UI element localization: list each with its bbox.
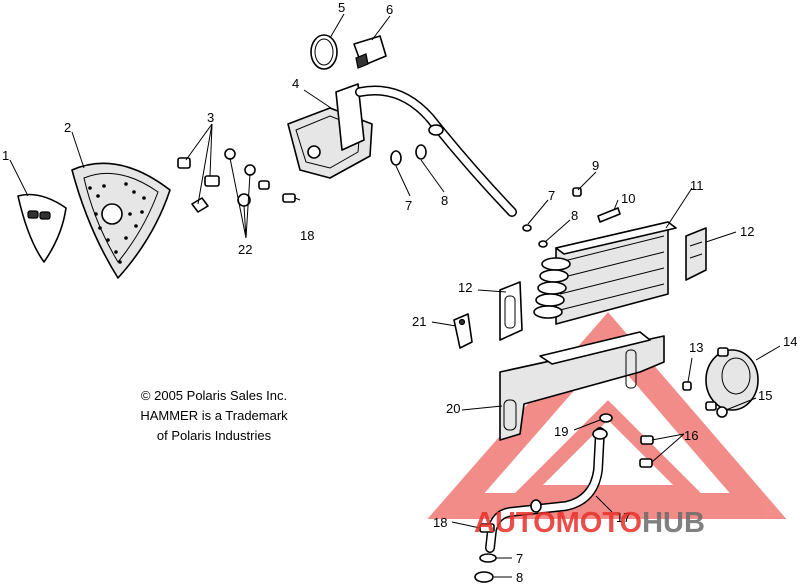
watermark-text-grey: HUB <box>642 507 705 539</box>
copyright-line-3: of Polaris Industries <box>157 428 272 443</box>
part-21-strap <box>453 313 473 349</box>
watermark-logo: AUTOMOTOHUB <box>474 507 705 539</box>
callout-4: 4 <box>292 76 299 91</box>
callout-16: 16 <box>684 428 698 443</box>
callout-11: 11 <box>690 178 704 193</box>
svg-text:AUTOMOTOHUB: AUTOMOTOHUB <box>474 507 705 539</box>
part-15-nut <box>716 406 728 418</box>
callout-10: 10 <box>621 191 635 206</box>
callout-22: 22 <box>238 242 252 257</box>
copyright-block: © 2005 Polaris Sales Inc. HAMMER is a Tr… <box>140 388 288 443</box>
callout-15: 15 <box>758 388 772 403</box>
callout-7-upper: 7 <box>405 198 412 213</box>
part-13-nut <box>682 381 692 391</box>
callout-3: 3 <box>207 110 214 125</box>
copyright-line-1: © 2005 Polaris Sales Inc. <box>141 388 287 403</box>
part-22-nuts <box>224 148 270 207</box>
part-17-lower-hose <box>485 427 608 553</box>
callout-18-bottom: 18 <box>433 515 447 530</box>
callout-17: 17 <box>616 510 630 525</box>
callout-21: 21 <box>412 314 426 329</box>
callout-12-left: 12 <box>458 280 472 295</box>
part-5-clamp <box>310 34 338 70</box>
part-11-cooler <box>533 221 677 325</box>
callout-7-mid: 7 <box>548 188 555 203</box>
washers-upper <box>390 144 621 248</box>
upper-hose <box>355 85 517 217</box>
part-20-bracket <box>499 331 665 441</box>
part-19-washer <box>599 413 613 423</box>
leader-lines <box>9 13 781 578</box>
callout-20: 20 <box>446 401 460 416</box>
callout-18-top: 18 <box>300 228 314 243</box>
part-3-fasteners <box>177 157 220 213</box>
callout-6: 6 <box>386 2 393 17</box>
part-14-fan <box>705 347 759 411</box>
watermark-triangle-icon <box>427 312 787 519</box>
callout-7-lower: 7 <box>516 551 523 566</box>
watermark-text-red: AUTOMOTO <box>474 507 642 539</box>
part-4-reservoir <box>287 83 373 179</box>
callout-5: 5 <box>338 0 345 15</box>
part-12-shield-left <box>499 281 523 341</box>
callout-1: 1 <box>2 148 9 163</box>
callout-8-lower: 8 <box>516 570 523 584</box>
part-6-clamp <box>353 35 387 69</box>
callout-13: 13 <box>689 340 703 355</box>
callout-9: 9 <box>592 158 599 173</box>
part-1-cover <box>17 193 67 263</box>
callout-19: 19 <box>554 424 568 439</box>
callout-14: 14 <box>783 334 797 349</box>
callout-2: 2 <box>64 120 71 135</box>
part-12-shield-right <box>685 227 707 281</box>
copyright-line-2: HAMMER is a Trademark <box>140 408 288 423</box>
callout-12-right: 12 <box>740 224 754 239</box>
callout-8-mid: 8 <box>571 208 578 223</box>
lower-fittings <box>474 523 497 583</box>
part-2-grille <box>71 162 171 279</box>
callout-8-upper: 8 <box>441 193 448 208</box>
part-18-bolt <box>282 193 301 203</box>
